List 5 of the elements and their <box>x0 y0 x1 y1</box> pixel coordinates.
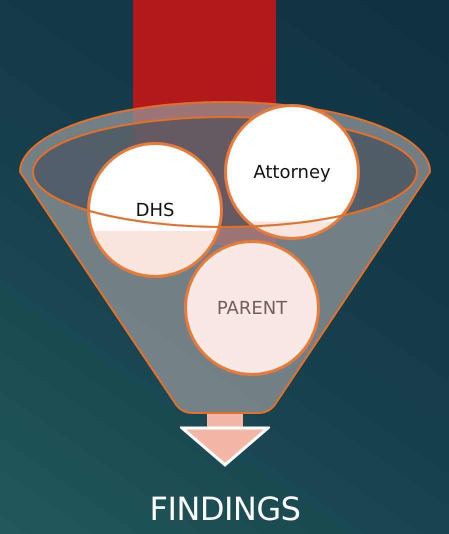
arrow <box>180 413 270 466</box>
node-label: Attorney <box>253 162 331 182</box>
node-label: PARENT <box>216 298 288 318</box>
node-label: DHS <box>136 200 174 220</box>
result-label: FINDINGS <box>100 464 350 528</box>
